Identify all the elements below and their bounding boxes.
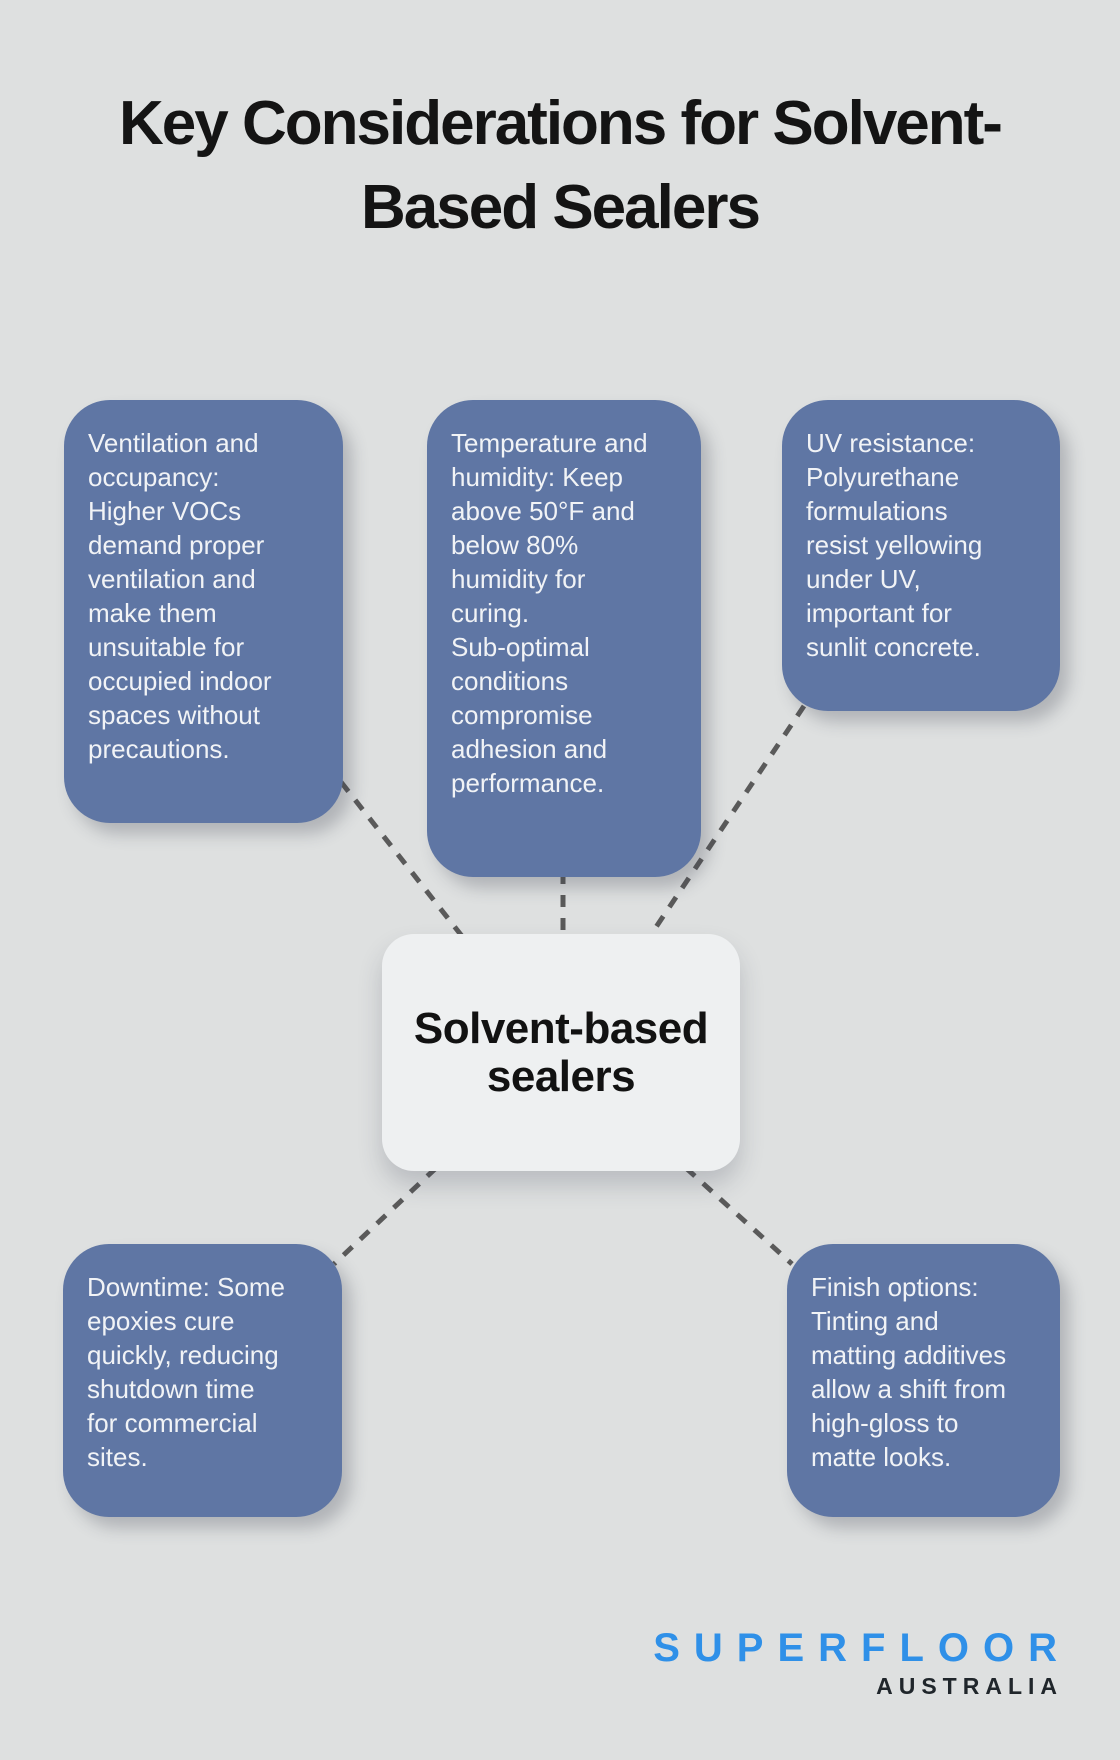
connector-center-to-downtime <box>332 1166 438 1266</box>
card-downtime-text: Downtime: Some epoxies cure quickly, red… <box>87 1272 285 1472</box>
card-uv-resistance: UV resistance: Polyurethane formulations… <box>782 400 1060 711</box>
card-finish-options: Finish options: Tinting and matting addi… <box>787 1244 1060 1517</box>
card-ventilation-text: Ventilation and occupancy: Higher VOCs d… <box>88 428 272 764</box>
central-node-label: Solvent-based sealers <box>413 1003 709 1101</box>
connector-uv-to-center <box>643 704 807 944</box>
superfloor-logo: SUPERFLOOR AUSTRALIA <box>653 1628 1057 1698</box>
page-title: Key Considerations for Solvent- Based Se… <box>119 89 1003 242</box>
central-node: Solvent-based sealers <box>382 934 740 1171</box>
logo-brand-text: SUPERFLOOR <box>653 1626 1071 1670</box>
card-uv-text: UV resistance: Polyurethane formulations… <box>806 428 983 662</box>
connector-center-to-finish <box>684 1166 794 1266</box>
card-temperature-humidity: Temperature and humidity: Keep above 50°… <box>427 400 701 877</box>
card-ventilation-occupancy: Ventilation and occupancy: Higher VOCs d… <box>64 400 343 823</box>
connector-ventilation-to-center <box>339 780 467 942</box>
card-temperature-text: Temperature and humidity: Keep above 50°… <box>451 428 648 798</box>
logo-tagline-text: AUSTRALIA <box>876 1673 1063 1699</box>
card-finish-text: Finish options: Tinting and matting addi… <box>811 1272 1007 1472</box>
card-downtime: Downtime: Some epoxies cure quickly, red… <box>63 1244 342 1517</box>
